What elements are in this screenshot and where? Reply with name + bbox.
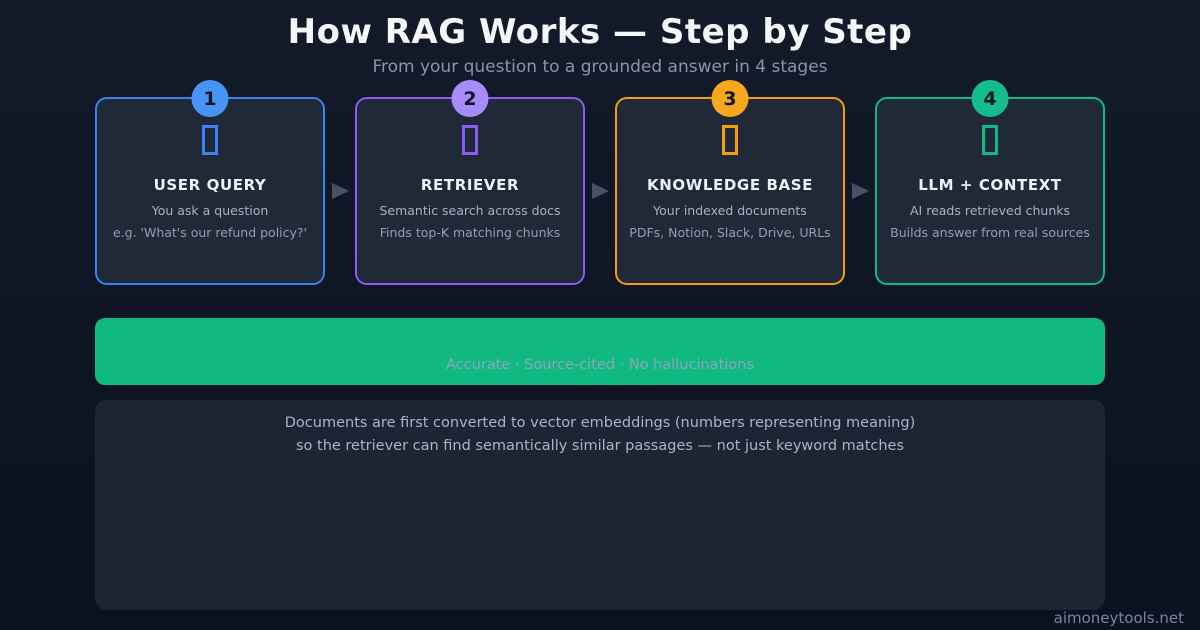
arrow-right-icon — [851, 183, 869, 199]
stage-description-line: Finds top-K matching chunks — [379, 225, 561, 240]
arrow-right-icon — [591, 183, 609, 199]
stage-card-user-query: 1 USER QUERY You ask a question e.g. 'Wh… — [95, 80, 325, 285]
note-line: so the retriever can find semantically s… — [295, 438, 905, 454]
result-banner-text: Accurate · Source-cited · No hallucinati… — [446, 357, 754, 373]
missing-glyph-icon — [722, 125, 738, 155]
stage-title: RETRIEVER — [420, 176, 520, 194]
stage-row: 1 USER QUERY You ask a question e.g. 'Wh… — [95, 80, 1105, 285]
stage-card-knowledge-base: 3 KNOWLEDGE BASE Your indexed documents … — [615, 80, 845, 285]
stage-description-line: Builds answer from real sources — [890, 225, 1090, 240]
watermark: aimoneytools.net — [1053, 609, 1184, 627]
stage-title: USER QUERY — [153, 176, 267, 194]
note-line: Documents are first converted to vector … — [284, 415, 916, 431]
stage-number-badge: 1 — [191, 80, 229, 117]
stage-description-line: e.g. 'What's our refund policy?' — [112, 225, 307, 240]
stage-card-retriever: 2 RETRIEVER Semantic search across docs … — [355, 80, 585, 285]
stage-description-line: Your indexed documents — [653, 203, 807, 218]
missing-glyph-icon — [462, 125, 478, 155]
stage-title: LLM + CONTEXT — [918, 176, 1062, 194]
stage-card-llm-context: 4 LLM + CONTEXT AI reads retrieved chunk… — [875, 80, 1105, 285]
missing-glyph-icon — [982, 125, 998, 155]
stage-title: KNOWLEDGE BASE — [646, 176, 813, 194]
arrow-right-icon — [331, 183, 349, 199]
header: How RAG Works — Step by Step From your q… — [0, 0, 1200, 77]
stage-number-badge: 3 — [711, 80, 749, 117]
explanation-note-box: Documents are first converted to vector … — [95, 400, 1105, 610]
missing-glyph-icon — [202, 125, 218, 155]
stage-number-badge: 4 — [971, 80, 1009, 117]
stage-number-badge: 2 — [451, 80, 489, 117]
stage-description-line: Semantic search across docs — [379, 203, 561, 218]
result-banner: Accurate · Source-cited · No hallucinati… — [95, 318, 1105, 385]
stage-description-line: You ask a question — [151, 203, 269, 218]
stage-description-line: AI reads retrieved chunks — [910, 203, 1070, 218]
stage-description-line: PDFs, Notion, Slack, Drive, URLs — [629, 225, 831, 240]
page-title: How RAG Works — Step by Step — [287, 12, 913, 52]
page-subtitle: From your question to a grounded answer … — [372, 57, 828, 77]
